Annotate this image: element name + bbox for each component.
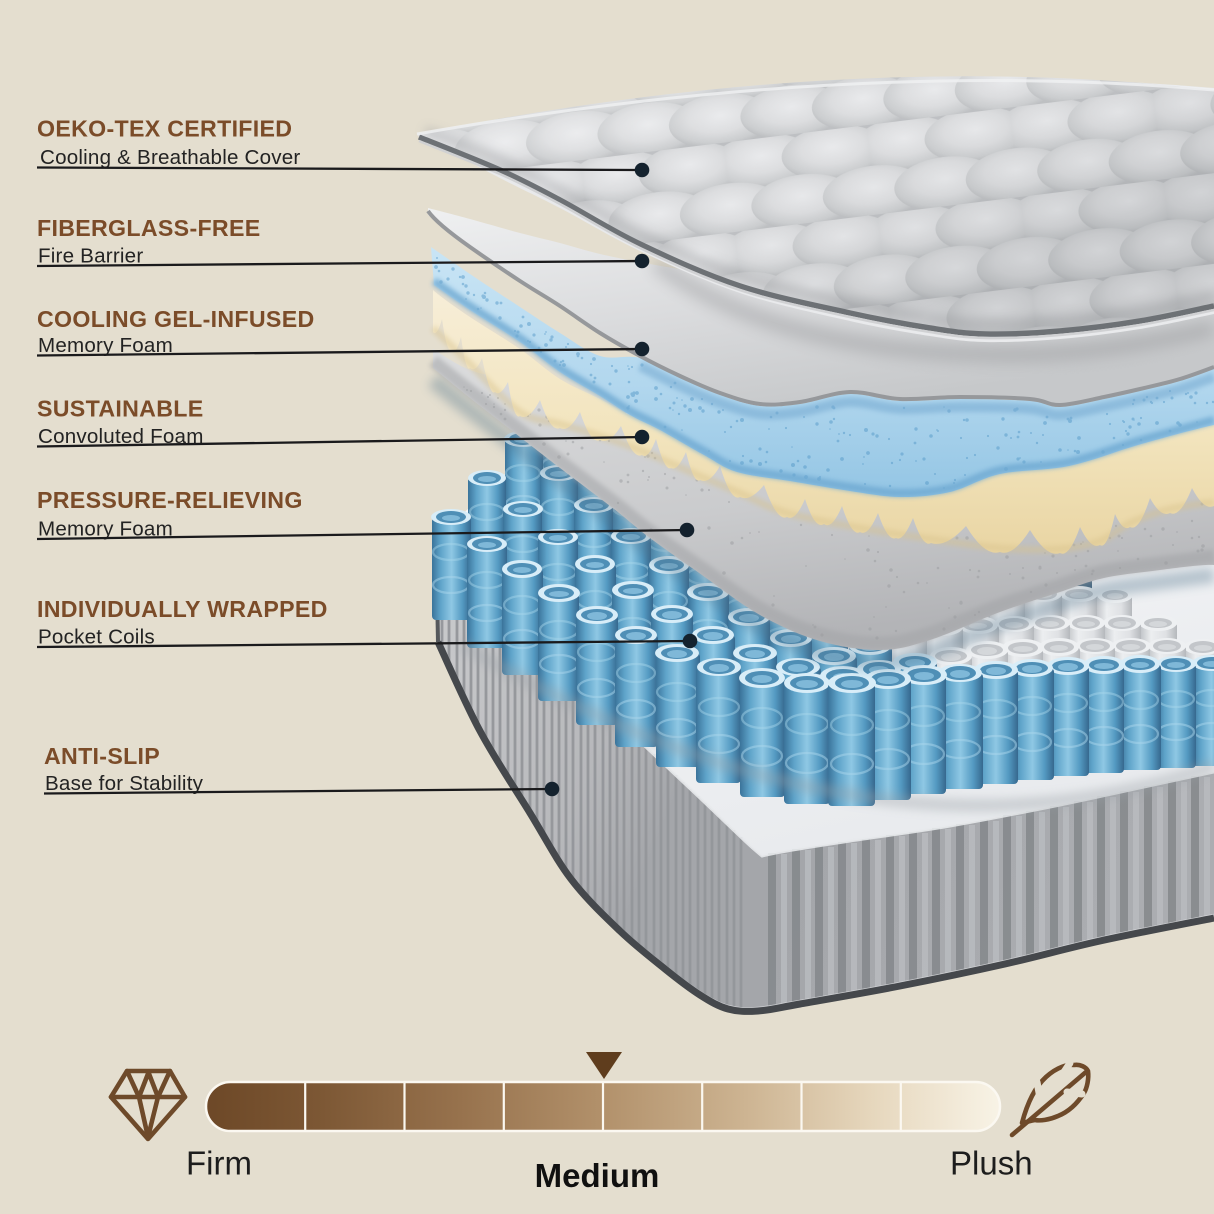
svg-text:Pocket Coils: Pocket Coils: [38, 626, 155, 649]
svg-text:SUSTAINABLE: SUSTAINABLE: [37, 396, 203, 422]
svg-text:Convoluted Foam: Convoluted Foam: [38, 425, 204, 448]
svg-text:Memory Foam: Memory Foam: [38, 518, 173, 541]
svg-text:Plush: Plush: [950, 1145, 1033, 1182]
svg-text:OEKO-TEX CERTIFIED: OEKO-TEX CERTIFIED: [37, 116, 292, 142]
svg-text:Memory Foam: Memory Foam: [38, 334, 173, 357]
svg-text:PRESSURE-RELIEVING: PRESSURE-RELIEVING: [37, 487, 303, 513]
svg-text:Fire Barrier: Fire Barrier: [38, 245, 143, 268]
svg-text:Firm: Firm: [186, 1145, 252, 1182]
svg-text:FIBERGLASS-FREE: FIBERGLASS-FREE: [37, 215, 261, 241]
svg-text:ANTI-SLIP: ANTI-SLIP: [44, 743, 160, 769]
svg-text:Base for Stability: Base for Stability: [45, 772, 204, 795]
svg-text:Medium: Medium: [535, 1157, 660, 1194]
svg-text:INDIVIDUALLY WRAPPED: INDIVIDUALLY WRAPPED: [37, 596, 328, 622]
svg-text:COOLING GEL-INFUSED: COOLING GEL-INFUSED: [37, 306, 315, 332]
svg-text:Cooling & Breathable Cover: Cooling & Breathable Cover: [40, 146, 300, 169]
